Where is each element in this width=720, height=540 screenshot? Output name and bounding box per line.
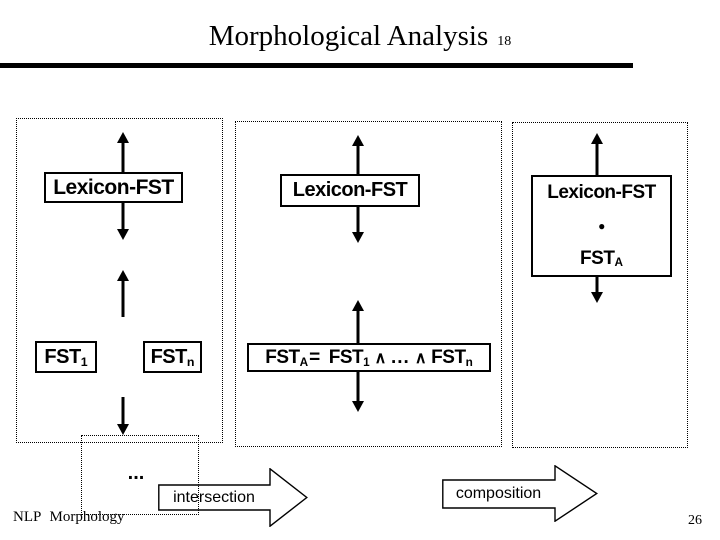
arrow-up-icon	[352, 300, 364, 343]
fsta-equation-box: FSTA=FST1∧...∧FSTn	[247, 343, 491, 372]
arrow-up-icon	[352, 135, 364, 174]
lexicon-fst-box-middle: Lexicon-FST	[280, 174, 420, 207]
composition-label: composition	[455, 485, 542, 502]
fst1-label: FST1	[44, 345, 88, 369]
arrow-down-icon	[591, 267, 603, 303]
ellipsis-left-panel: ...	[127, 462, 145, 484]
fsta-equation: FSTA=FST1∧...∧FSTn	[265, 346, 473, 369]
intersection-block-arrow: intersection	[158, 468, 308, 527]
lexicon-fst-box-left: Lexicon-FST	[44, 172, 183, 203]
compose-bullet-icon: ●	[598, 219, 605, 233]
composition-block-arrow: composition	[442, 465, 598, 522]
intersection-label: intersection	[173, 488, 255, 506]
arrow-down-icon	[352, 372, 364, 412]
right-block-arrow-icon	[158, 468, 308, 527]
fst1-box: FST1	[35, 341, 97, 373]
title-number: 18	[497, 34, 512, 49]
fstn-box: FSTn	[143, 341, 202, 373]
arrow-down-icon	[117, 203, 129, 240]
arrow-up-icon	[117, 270, 129, 317]
fst-group-dotted-outline	[81, 435, 199, 515]
arrow-up-icon	[591, 133, 603, 175]
title-divider-rule	[0, 63, 633, 68]
lexicon-fst-label: Lexicon-FST	[53, 175, 174, 199]
fstn-label: FSTn	[150, 345, 195, 369]
page-title: Morphological Analysis	[208, 20, 489, 52]
arrow-down-icon	[117, 397, 129, 435]
fst-group-area: ...	[16, 118, 221, 515]
footer-course-label: NLP Morphology	[13, 509, 125, 525]
lexicon-fst-label: Lexicon-FST	[547, 182, 656, 203]
arrow-up-icon	[117, 132, 129, 172]
arrow-down-icon	[352, 207, 364, 243]
right-block-arrow-icon	[442, 465, 598, 522]
slide-title-line: Morphological Analysis 18	[0, 20, 720, 53]
panel-merged-intersection-diagram	[235, 121, 502, 447]
page-number: 26	[688, 513, 702, 528]
lexicon-fst-label: Lexicon-FST	[292, 179, 408, 201]
